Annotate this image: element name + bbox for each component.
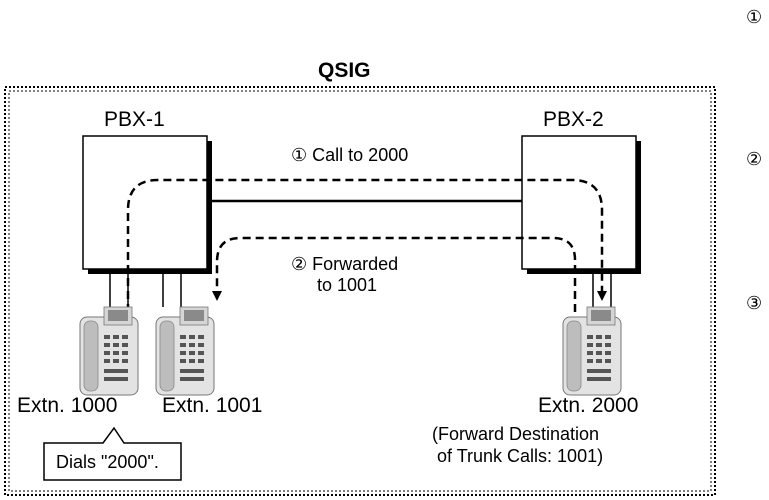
pbx-2-label: PBX-2 (543, 108, 604, 131)
extn-2000-label: Extn. 2000 (538, 394, 639, 417)
extn-2000-note-line1: (Forward Destination (432, 424, 600, 444)
callout-text: Dials "2000". (56, 452, 159, 472)
pbx-1-label: PBX-1 (104, 108, 165, 131)
callout-bubble (43, 426, 182, 481)
side-marker-3: ③ (746, 293, 763, 313)
step-2-marker: ② (291, 254, 308, 274)
call-path-1 (126, 178, 607, 312)
phone-extn-1001-icon (155, 306, 215, 396)
extn-2000-note-line2: of Trunk Calls: 1001) (437, 446, 604, 466)
extn-1001-label: Extn. 1001 (162, 394, 263, 417)
pbx-2-extension-wires (592, 274, 612, 307)
step-2-text-line1: Forwarded (312, 254, 399, 274)
pbx-2-box (521, 135, 641, 274)
step-2-label: ② Forwarded (291, 255, 398, 273)
pbx-1-extension-wires (109, 274, 182, 307)
side-marker-1: ① (746, 7, 763, 27)
phone-extn-2000-icon (562, 306, 622, 396)
phone-extn-1000-icon (79, 306, 139, 396)
extn-1000-label: Extn. 1000 (17, 394, 118, 417)
side-marker-2: ② (746, 149, 763, 169)
step-1-label: ① Call to 2000 (291, 146, 408, 164)
step-1-marker: ① (291, 145, 308, 165)
pbx-1-box (82, 135, 212, 274)
diagram-title: QSIG (318, 59, 371, 82)
qsig-boundary (4, 86, 716, 496)
step-2-text-line2: to 1001 (317, 275, 378, 295)
step-1-text: Call to 2000 (312, 145, 409, 165)
